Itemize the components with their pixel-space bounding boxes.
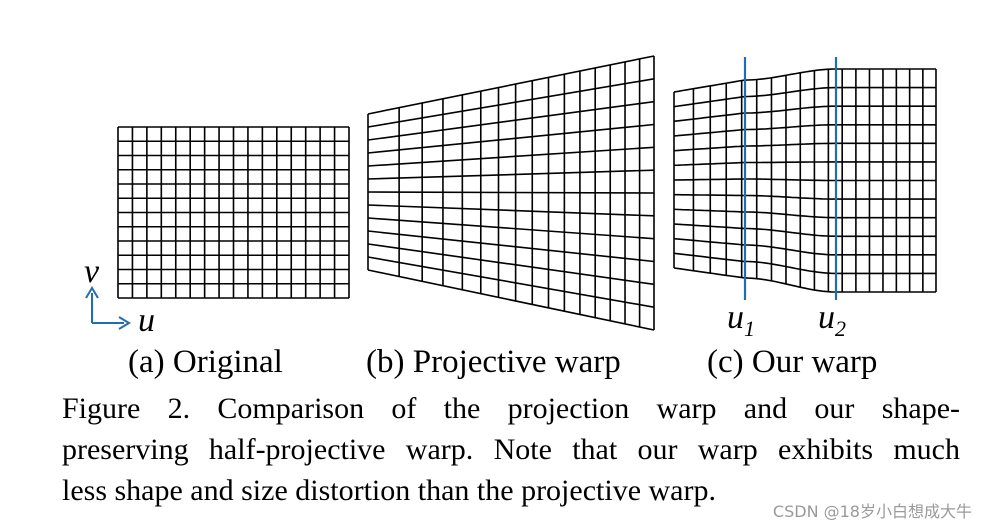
caption-line: preserving half-projective warp. Note th… xyxy=(62,433,960,466)
grid-line xyxy=(367,191,655,194)
grid-line xyxy=(673,124,936,137)
grid-line xyxy=(673,86,936,108)
our-warp-grid xyxy=(673,68,937,293)
axis-u-label: u xyxy=(138,302,155,339)
u1-label: u1 xyxy=(727,299,755,340)
grid-line xyxy=(673,105,936,123)
grid-line xyxy=(367,230,655,263)
grid-line xyxy=(673,68,936,93)
grid-line xyxy=(367,169,655,180)
grid-line xyxy=(367,269,655,331)
grid-line xyxy=(673,252,936,275)
grid-line xyxy=(673,267,936,293)
grid-line xyxy=(367,204,655,217)
grid-line xyxy=(367,256,655,308)
subcaption-b: (b) Projective warp xyxy=(366,344,621,380)
projective-warp-grid xyxy=(367,55,655,331)
figure-graphics xyxy=(85,55,937,331)
subcaption-c: (c) Our warp xyxy=(707,344,878,380)
grid-line xyxy=(673,237,936,256)
grid-line xyxy=(367,243,655,286)
figure-caption: Figure 2. Comparison of the projection w… xyxy=(62,388,960,511)
u2-letter: u xyxy=(818,299,835,336)
grid-line xyxy=(673,142,936,152)
grid-line xyxy=(367,78,655,128)
grid-line xyxy=(367,123,655,154)
original-grid xyxy=(117,126,350,299)
u2-label: u2 xyxy=(818,299,846,340)
watermark: CSDN @18岁小白想成大牛 xyxy=(772,502,972,521)
subcaption-a: (a) Original xyxy=(128,344,283,380)
uv-axes-arrows xyxy=(85,286,131,330)
grid-line xyxy=(367,217,655,240)
caption-line: Figure 2. Comparison of the projection w… xyxy=(62,392,960,425)
grid-line xyxy=(367,55,655,115)
axis-v-label: v xyxy=(84,253,100,290)
u1-subscript: 1 xyxy=(744,316,755,341)
u-arrowhead xyxy=(118,316,131,330)
grid-line xyxy=(673,161,936,167)
v-arrowhead xyxy=(85,286,99,299)
grid-line xyxy=(674,193,936,200)
caption-line: less shape and size distortion than the … xyxy=(62,474,716,507)
grid-line xyxy=(673,178,936,182)
grid-line xyxy=(367,100,655,141)
grid-line xyxy=(673,208,936,219)
u-boundary-lines xyxy=(743,57,838,300)
grid-line xyxy=(673,223,936,238)
grid-line xyxy=(367,146,655,167)
u2-subscript: 2 xyxy=(835,316,846,341)
u1-letter: u xyxy=(727,299,744,336)
